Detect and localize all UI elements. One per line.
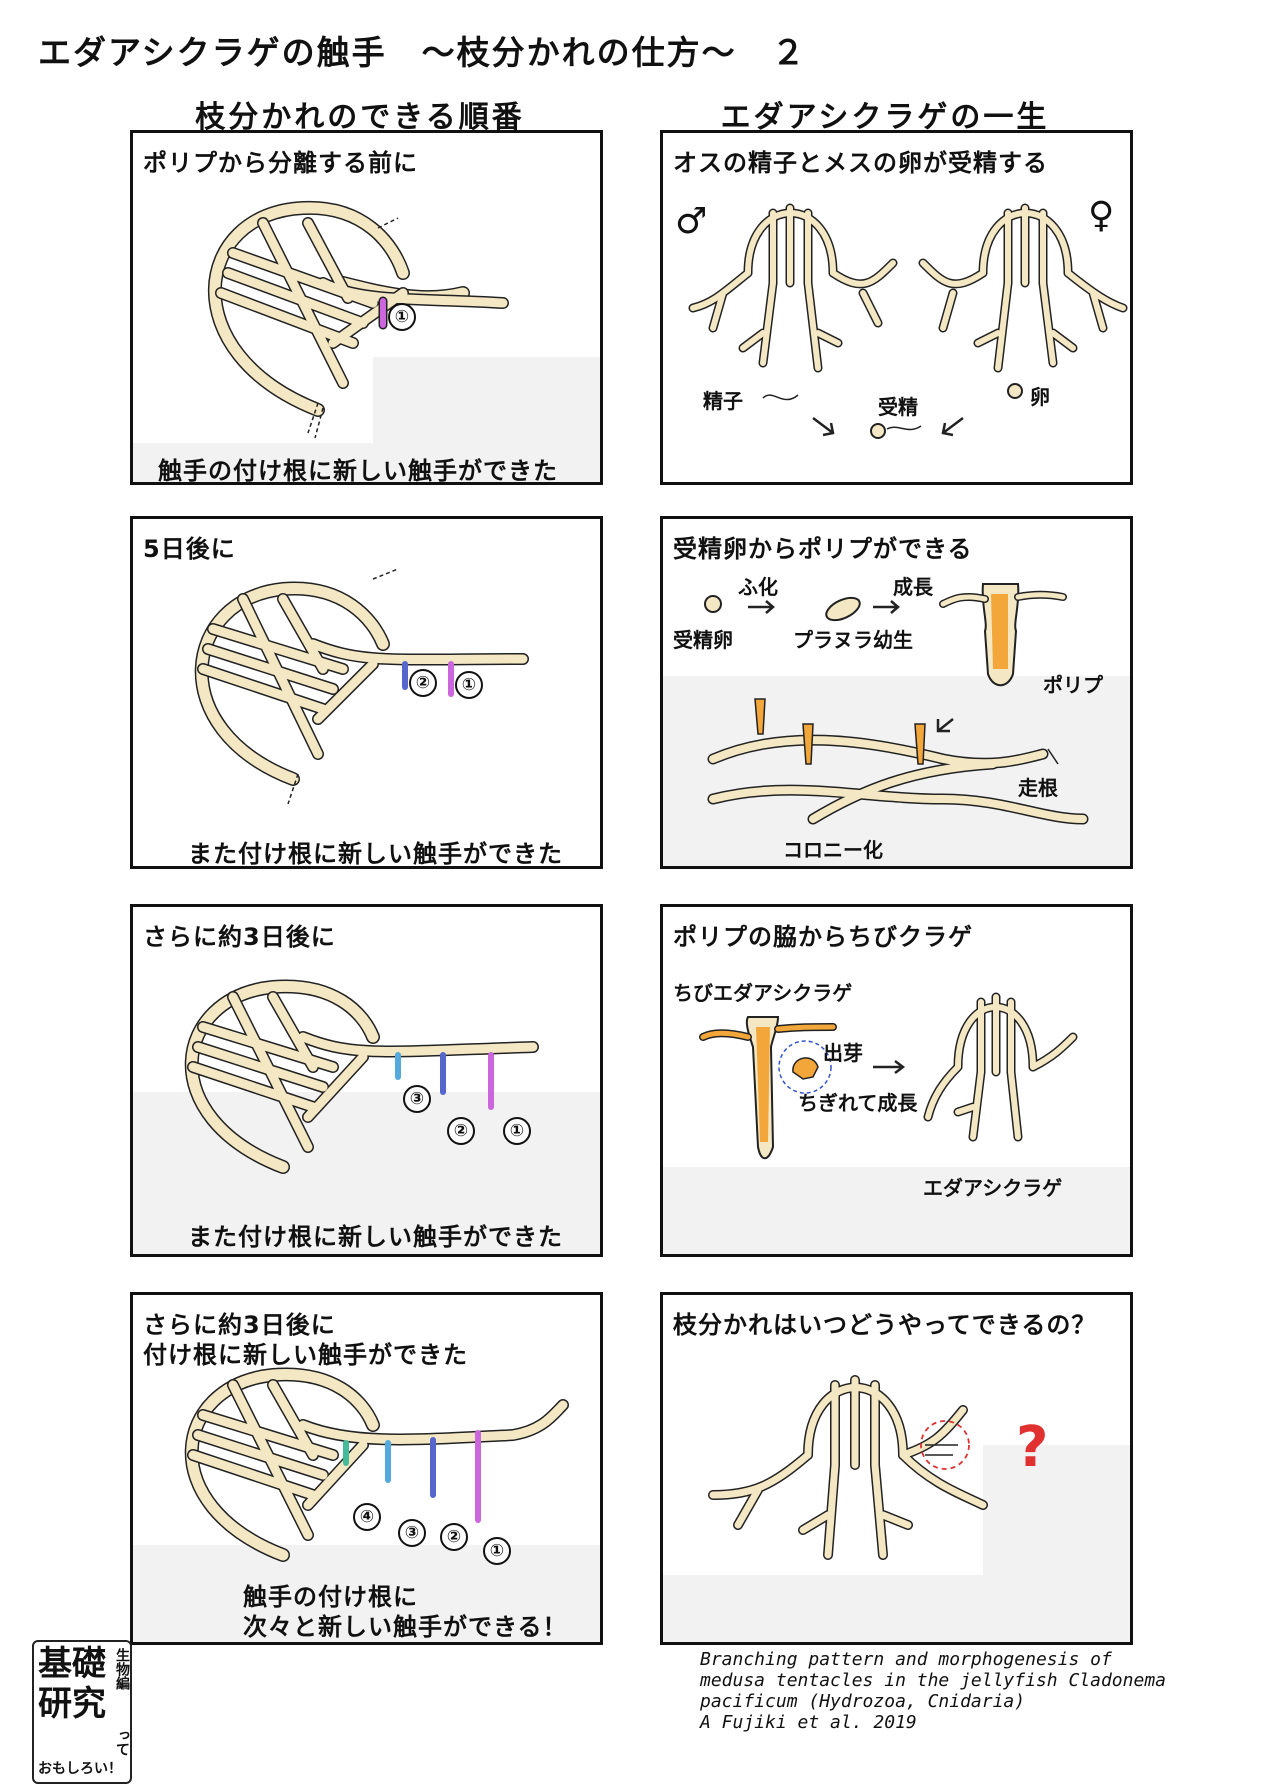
panel-order-2: 5日後に ② ① また付け根に新しい触手ができた	[130, 516, 603, 869]
tentacle-number: ③	[403, 1085, 431, 1113]
tentacle-number: ①	[455, 671, 483, 699]
panel-caption: 枝分かれはいつどうやってできるの？	[673, 1311, 1097, 1339]
floor	[663, 1575, 1130, 1642]
panel-footer: また付け根に新しい触手ができた	[188, 840, 563, 868]
budding-label: 出芽	[823, 1041, 863, 1065]
planula-label: プラヌラ幼生	[793, 628, 913, 652]
question-drawing	[708, 1375, 988, 1560]
panel-life-3: ポリプの脇からちびクラゲ ちびエダアシクラゲ 出芽 ちぎれて成長 エダアシクラゲ	[660, 904, 1133, 1257]
male-symbol: ♂	[675, 201, 708, 242]
stolon-label: 走根	[1018, 776, 1058, 800]
tentacle-number: ④	[353, 1503, 381, 1531]
panel-caption: 受精卵からポリプができる	[673, 535, 973, 563]
panel-order-1: ポリプから分離する前に ① 触手の付け根に新しい触手ができた	[130, 130, 603, 485]
panel-caption: ポリプの脇からちびクラゲ	[673, 923, 973, 951]
tentacle-number: ①	[503, 1117, 531, 1145]
floor	[663, 676, 1130, 866]
polyp-growth-drawing	[704, 583, 1089, 825]
colony-label: コロニー化	[783, 838, 883, 862]
growth-label: 成長	[893, 575, 933, 599]
panel-footer-line2: 次々と新しい触手ができる！	[243, 1613, 568, 1641]
floor	[663, 1167, 1130, 1254]
polyp-label: ポリプ	[1043, 673, 1103, 697]
panel-order-3: さらに約3日後に ③ ② ① また付け根に新しい触手ができた	[130, 904, 603, 1257]
panel-caption-line2: 付け根に新しい触手ができた	[143, 1341, 468, 1369]
logo-line1: 基礎	[38, 1644, 106, 1684]
hatch-label: ふ化	[738, 575, 778, 599]
logo-side: 生物編	[114, 1648, 130, 1690]
logo: 基礎 研究 生物編 って おもしろい！	[32, 1640, 132, 1784]
floor-step	[373, 357, 600, 447]
female-symbol: ♀	[1088, 195, 1115, 236]
tentacle-number: ①	[388, 303, 416, 331]
panel-caption: 5日後に	[143, 535, 236, 563]
medusa-drawing	[194, 568, 529, 805]
tentacle-number: ③	[398, 1519, 426, 1547]
page-title: エダアシクラゲの触手 ～枝分かれの仕方～ ２	[38, 33, 807, 72]
logo-tail: って	[114, 1728, 130, 1756]
panel-footer-line1: 触手の付け根に	[243, 1583, 418, 1611]
sperm-label: 精子	[703, 389, 743, 413]
panel-caption: ポリプから分離する前に	[143, 149, 418, 177]
panel-life-1: オスの精子とメスの卵が受精する ♂ ♀ 精子 受精 卵	[660, 130, 1133, 485]
fertilization-label: 受精	[878, 395, 918, 419]
budding-drawing	[699, 992, 1078, 1160]
panel-life-4: 枝分かれはいつどうやってできるの？ ?	[660, 1292, 1133, 1645]
medusa-drawing	[184, 1367, 569, 1562]
fertilized-egg-label: 受精卵	[673, 628, 733, 652]
jellyfish-pair-drawing	[688, 203, 1128, 439]
question-mark: ?	[1016, 1415, 1049, 1480]
left-column-heading: 枝分かれのできる順番	[195, 100, 525, 135]
egg-label: 卵	[1030, 385, 1050, 409]
citation: Branching pattern and morphogenesis of m…	[700, 1649, 1166, 1733]
medusa-drawing	[208, 200, 509, 439]
tentacle-number: ①	[483, 1537, 511, 1565]
floor	[133, 443, 600, 482]
panel-life-2: 受精卵からポリプができる 受精卵 ふ化 プラヌラ幼生 成長 ポリプ 走根 コロニ…	[660, 516, 1133, 869]
panel-order-4: さらに約3日後に 付け根に新しい触手ができた ④ ③ ② ① 触手の付け根に 次…	[130, 1292, 603, 1645]
tentacle-number: ②	[409, 669, 437, 697]
panel-caption-line1: さらに約3日後に	[143, 1311, 336, 1339]
floor	[133, 1545, 600, 1642]
panel-caption: さらに約3日後に	[143, 923, 336, 951]
detach-label: ちぎれて成長	[798, 1091, 918, 1115]
panel-footer: 触手の付け根に新しい触手ができた	[158, 457, 558, 485]
tentacle-number: ②	[440, 1523, 468, 1551]
logo-line2: 研究	[38, 1684, 106, 1724]
baby-jellyfish-label: ちびエダアシクラゲ	[673, 981, 853, 1005]
logo-bottom: おもしろい！	[38, 1761, 122, 1777]
panel-caption: オスの精子とメスの卵が受精する	[673, 149, 1048, 177]
medusa-drawing	[184, 979, 539, 1174]
adult-label: エダアシクラゲ	[923, 1176, 1063, 1200]
panel-footer: また付け根に新しい触手ができた	[188, 1223, 563, 1251]
right-column-heading: エダアシクラゲの一生	[720, 100, 1050, 135]
tentacle-number: ②	[447, 1117, 475, 1145]
